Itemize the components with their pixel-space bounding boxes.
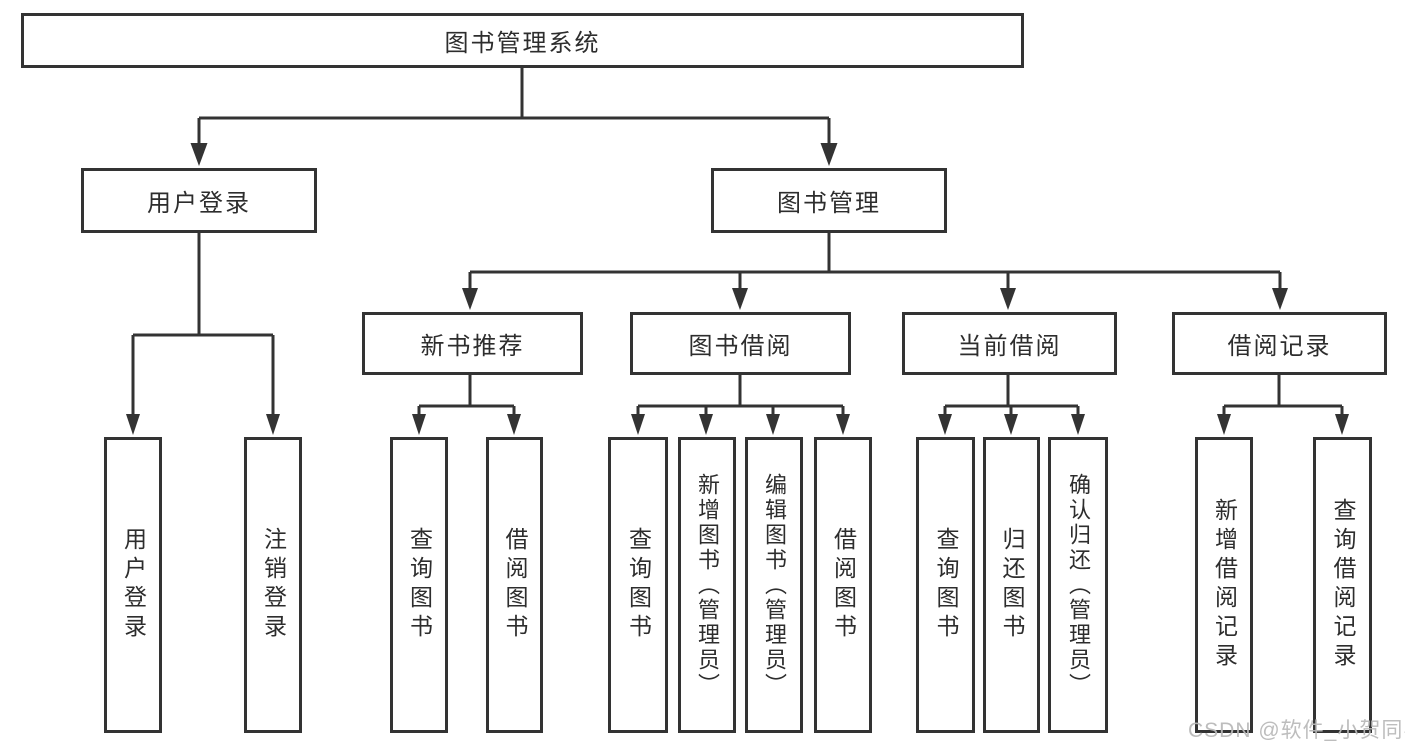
node-borrow-records: 借阅记录 <box>1172 312 1387 375</box>
node-user-login: 用户登录 <box>81 168 317 233</box>
leaf-borrow-books-recommend: 借阅图书 <box>486 437 543 733</box>
leaf-user-login: 用户登录 <box>104 437 162 733</box>
leaf-logout: 注销登录 <box>244 437 302 733</box>
node-new-book-recommend: 新书推荐 <box>362 312 583 375</box>
node-book-borrow: 图书借阅 <box>630 312 851 375</box>
leaf-query-books-current: 查询图书 <box>916 437 975 733</box>
arrowheads <box>126 143 1349 435</box>
leaf-query-books-borrow: 查询图书 <box>608 437 668 733</box>
leaf-borrow-books: 借阅图书 <box>814 437 872 733</box>
leaf-add-book-admin: 新增图书（管理员） <box>678 437 736 733</box>
node-root: 图书管理系统 <box>21 13 1024 68</box>
leaf-add-borrow-record: 新增借阅记录 <box>1195 437 1253 733</box>
leaf-confirm-return-admin: 确认归还（管理员） <box>1048 437 1108 733</box>
watermark-text: CSDN @软件_小贺同学 <box>1188 719 1405 742</box>
node-book-management: 图书管理 <box>711 168 947 233</box>
leaf-edit-book-admin: 编辑图书（管理员） <box>745 437 803 733</box>
leaf-return-book: 归还图书 <box>983 437 1040 733</box>
node-current-borrow: 当前借阅 <box>902 312 1117 375</box>
leaf-query-borrow-record: 查询借阅记录 <box>1313 437 1372 733</box>
leaf-query-books-recommend: 查询图书 <box>390 437 448 733</box>
